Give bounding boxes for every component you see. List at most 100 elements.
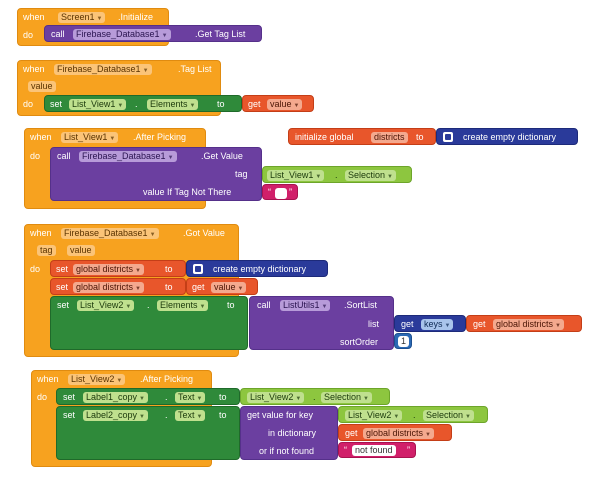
get-value[interactable]: get value▼: [242, 95, 314, 112]
method-name: .Get Value: [201, 151, 243, 161]
variable-dropdown[interactable]: global districts▼: [73, 264, 144, 275]
property-dropdown[interactable]: Selection▼: [321, 392, 372, 403]
list-view2-selection-getter[interactable]: List_View2▼ . Selection▼: [240, 388, 390, 405]
property-dropdown[interactable]: Selection▼: [423, 410, 474, 421]
call-sortlist[interactable]: call ListUtils1▼ .SortList list sortOrde…: [249, 296, 394, 350]
do-label: do: [37, 392, 48, 402]
get-value-for-key[interactable]: get value for key in dictionary or if no…: [240, 406, 338, 460]
dropdown-arrow-icon: ▼: [135, 268, 141, 274]
component-dropdown[interactable]: List_View1▼: [61, 132, 119, 143]
when-label: when: [30, 132, 52, 142]
get-label: get: [345, 428, 358, 438]
set-list-view2-elements[interactable]: set List_View2▼ . Elements▼ to: [50, 296, 248, 350]
create-empty-dictionary[interactable]: create empty dictionary: [436, 128, 578, 145]
variable-dropdown[interactable]: global districts▼: [73, 282, 144, 293]
variable-name: global districts: [496, 319, 554, 329]
dropdown-arrow-icon: ▼: [199, 304, 206, 310]
set-list-view1-elements[interactable]: set List_View1▼ . Elements▼ to: [44, 95, 242, 112]
global-name-field[interactable]: districts: [371, 132, 408, 143]
param-value[interactable]: value: [28, 81, 56, 92]
component-name: Label2_copy: [86, 410, 138, 420]
set-label1-copy-text[interactable]: set Label1_copy▼ . Text▼ to: [56, 388, 240, 405]
number-field[interactable]: 1: [398, 336, 410, 347]
dropdown-arrow-icon: ▼: [96, 16, 103, 22]
property-dropdown[interactable]: Selection▼: [345, 170, 396, 181]
component-dropdown[interactable]: List_View2▼: [77, 300, 135, 311]
variable-dropdown[interactable]: value▼: [267, 99, 303, 110]
method-name: .Get Tag List: [195, 29, 246, 39]
variable-name: value: [270, 99, 292, 109]
event-name: .After Picking: [140, 374, 194, 384]
get-keys[interactable]: get keys▼: [394, 315, 466, 332]
dropdown-arrow-icon: ▼: [135, 286, 141, 292]
to-label: to: [165, 264, 173, 274]
list-arg-label: list: [368, 319, 379, 329]
create-empty-dictionary[interactable]: create empty dictionary: [186, 260, 328, 277]
set-global-districts-1[interactable]: set global districts▼ to: [50, 260, 186, 277]
text-field[interactable]: not found: [352, 445, 396, 456]
or-if-not-found-label: or if not found: [259, 446, 315, 456]
when-label: when: [23, 64, 45, 74]
set-label2-copy-text[interactable]: set Label2_copy▼ . Text▼ to: [56, 406, 240, 460]
call-get-value[interactable]: call Firebase_Database1▼ .Get Value tag …: [50, 147, 262, 201]
variable-dropdown[interactable]: global districts▼: [493, 319, 564, 330]
component-name: Firebase_Database1: [82, 151, 166, 161]
property-name: Text: [178, 392, 195, 402]
component-dropdown[interactable]: List_View2▼: [247, 392, 305, 403]
dot-label: .: [313, 392, 316, 402]
dot-label: .: [147, 300, 150, 310]
list-view2-selection-key[interactable]: List_View2▼ . Selection▼: [338, 406, 488, 423]
not-found-text-block[interactable]: “ not found ”: [338, 442, 416, 458]
property-dropdown[interactable]: Elements▼: [157, 300, 209, 311]
component-dropdown[interactable]: List_View2▼: [345, 410, 403, 421]
get-label: get: [192, 282, 205, 292]
component-dropdown[interactable]: Label2_copy▼: [83, 410, 148, 421]
call-get-tag-list[interactable]: call Firebase_Database1▼ .Get Tag List: [44, 25, 262, 42]
property-name: Text: [178, 410, 195, 420]
component-dropdown[interactable]: Firebase_Database1▼: [73, 29, 171, 40]
get-value[interactable]: get value▼: [186, 278, 258, 295]
set-label: set: [56, 282, 69, 292]
sort-order-number[interactable]: 1: [394, 333, 412, 349]
get-label: get: [401, 319, 414, 329]
variable-name: global districts: [366, 428, 424, 438]
set-global-districts-2[interactable]: set global districts▼ to: [50, 278, 186, 295]
component-dropdown[interactable]: List_View1▼: [267, 170, 325, 181]
keys-dropdown[interactable]: keys▼: [421, 319, 454, 330]
dropdown-arrow-icon: ▼: [196, 414, 203, 420]
dropdown-arrow-icon: ▼: [116, 378, 123, 384]
component-dropdown[interactable]: Firebase_Database1▼: [54, 64, 152, 75]
text-field[interactable]: [275, 188, 287, 199]
get-global-districts[interactable]: get global districts▼: [338, 424, 452, 441]
dropdown-arrow-icon: ▼: [196, 396, 203, 402]
dropdown-arrow-icon: ▼: [117, 103, 124, 109]
initialize-global-districts[interactable]: initialize global districts to: [288, 128, 436, 145]
component-dropdown[interactable]: Firebase_Database1▼: [79, 151, 177, 162]
variable-dropdown[interactable]: value▼: [211, 282, 247, 293]
get-global-districts[interactable]: get global districts▼: [466, 315, 582, 332]
when-label: when: [30, 228, 52, 238]
component-dropdown[interactable]: Screen1▼: [58, 12, 106, 23]
property-dropdown[interactable]: Elements▼: [147, 99, 199, 110]
component-dropdown[interactable]: Firebase_Database1▼: [61, 228, 159, 239]
when-label: when: [37, 374, 59, 384]
dropdown-arrow-icon: ▼: [109, 136, 116, 142]
param-tag[interactable]: tag: [37, 245, 56, 256]
sortorder-arg-label: sortOrder: [340, 337, 379, 347]
component-dropdown[interactable]: Label1_copy▼: [83, 392, 148, 403]
list-view1-selection-getter[interactable]: List_View1▼ . Selection▼: [262, 166, 412, 183]
dictionary-gear-icon[interactable]: [193, 264, 203, 274]
component-dropdown[interactable]: List_View1▼: [69, 99, 127, 110]
param-value[interactable]: value: [67, 245, 95, 256]
variable-dropdown[interactable]: global districts▼: [363, 428, 434, 439]
create-empty-dictionary-label: create empty dictionary: [463, 132, 557, 142]
component-dropdown[interactable]: List_View2▼: [68, 374, 126, 385]
empty-text-block[interactable]: “ ”: [262, 184, 298, 200]
get-label: get: [248, 99, 261, 109]
dropdown-arrow-icon: ▼: [125, 304, 132, 310]
property-dropdown[interactable]: Text▼: [175, 410, 206, 421]
dictionary-gear-icon[interactable]: [443, 132, 453, 142]
component-dropdown[interactable]: ListUtils1▼: [280, 300, 331, 311]
dropdown-arrow-icon: ▼: [139, 414, 145, 420]
property-dropdown[interactable]: Text▼: [175, 392, 206, 403]
